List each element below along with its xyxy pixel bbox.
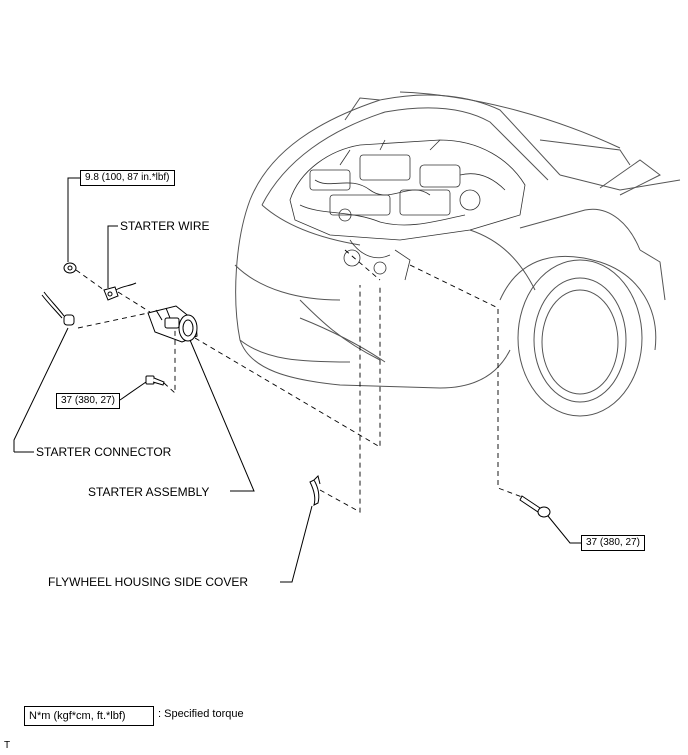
legend-description: : Specified torque xyxy=(158,708,244,720)
torque-label-bolt-right: 37 (380, 27) xyxy=(581,535,645,551)
label-starter-assembly: STARTER ASSEMBLY xyxy=(88,485,210,499)
torque-label-bolt-left: 37 (380, 27) xyxy=(56,393,120,409)
starter-wire-part xyxy=(103,282,137,301)
bolt-right-part xyxy=(519,495,551,518)
corner-mark: T xyxy=(4,740,11,751)
legend-unit-box: N*m (kgf*cm, ft.*lbf) xyxy=(24,706,154,726)
starter-assembly-part xyxy=(147,305,198,343)
vehicle-front-outline xyxy=(234,91,681,417)
leader-lines xyxy=(13,177,582,583)
engine-bay-components xyxy=(289,139,526,281)
label-flywheel-housing-side-cover: FLYWHEEL HOUSING SIDE COVER xyxy=(48,575,249,589)
torque-label-nut-wire: 9.8 (100, 87 in.*lbf) xyxy=(80,170,175,186)
bolt-left-part xyxy=(145,375,165,386)
label-starter-connector: STARTER CONNECTOR xyxy=(36,445,172,459)
label-starter-wire: STARTER WIRE xyxy=(120,219,210,233)
nut-part xyxy=(63,262,77,274)
assembly-dashed-lines xyxy=(75,249,523,513)
starter-connector-part xyxy=(41,291,75,326)
flywheel-cover-part xyxy=(309,475,321,506)
